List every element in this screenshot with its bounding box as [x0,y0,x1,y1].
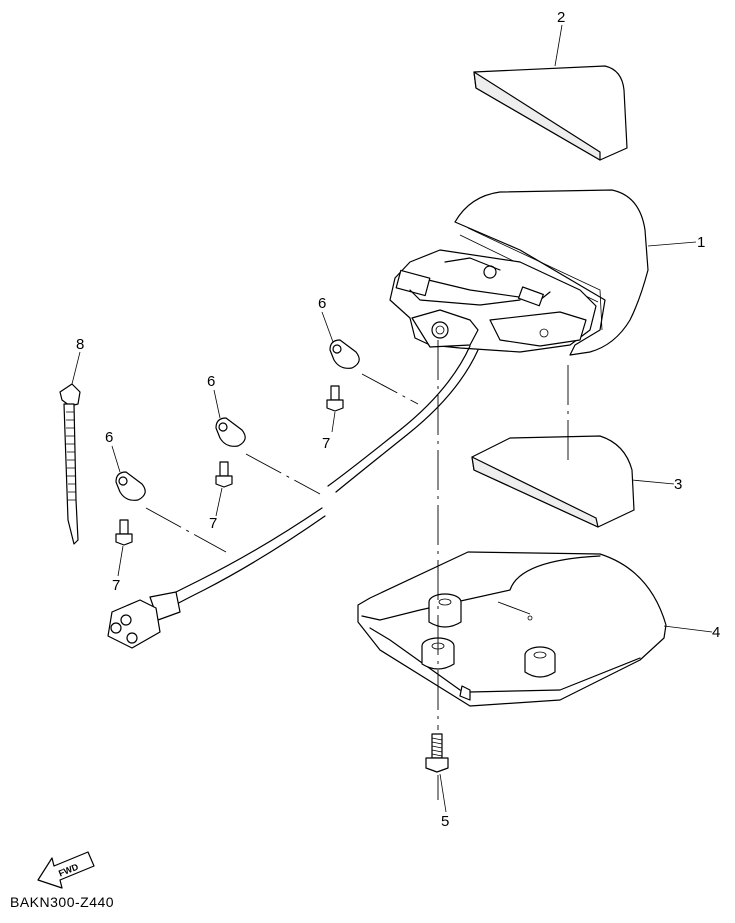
callout-7-middle: 7 [209,515,217,532]
screw-7-right [326,385,344,412]
callout-6-right: 6 [318,295,326,312]
part-8-cable-tie [59,383,81,545]
callout-5: 5 [441,813,449,830]
diagram-code: BAKN300-Z440 [10,894,115,910]
screw-7-left [115,519,133,546]
part-3-pad [471,435,635,528]
callout-labels: 2 1 3 4 5 6 6 6 7 7 7 8 [76,9,720,830]
wire-harness [107,345,479,649]
callout-2: 2 [557,9,565,26]
callout-7-right: 7 [322,435,330,452]
callout-3: 3 [674,476,682,493]
part-1-taillight [389,189,649,356]
part-5-bolt [425,733,449,773]
callout-6-left: 6 [105,429,113,446]
clamp-6-middle [215,417,246,447]
callout-4: 4 [712,624,720,641]
part-4-base [357,551,667,707]
leader-lines [71,24,713,813]
screw-7-middle [215,461,233,488]
callout-1: 1 [697,234,705,251]
fwd-arrow-icon: FWD [37,851,95,889]
part-2-pad [473,65,628,161]
callout-8: 8 [76,336,84,353]
assembly-lines [145,340,569,800]
callout-6-middle: 6 [207,373,215,390]
clamp-6-right [329,339,360,369]
clamp-6-left [115,471,146,501]
callout-7-left: 7 [112,577,120,594]
